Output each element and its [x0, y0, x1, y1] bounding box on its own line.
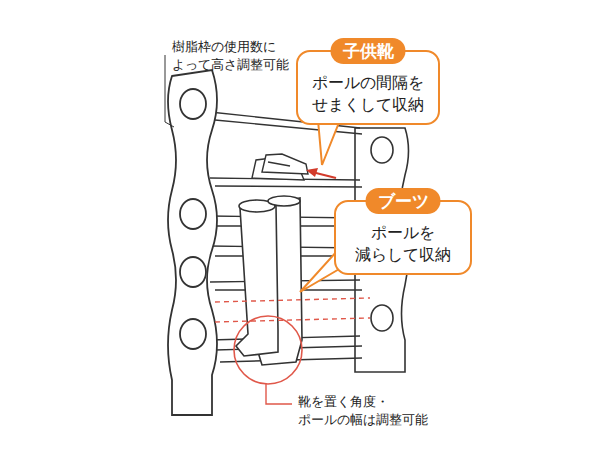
callout-box: ブーツポールを 減らして収納 — [334, 200, 472, 275]
note-label: 樹脂枠の使用数に よって高さ調整可能 — [172, 38, 300, 73]
callout-heading: ブーツ — [366, 188, 441, 214]
callout-box: 子供靴ポールの間隔を せまくして収納 — [296, 50, 440, 125]
callout-text: ポールを 減らして収納 — [344, 222, 462, 265]
callout-text: ポールの間隔を せまくして収納 — [306, 72, 430, 115]
note-label: 靴を置く角度・ ポールの幅は調整可能 — [298, 393, 430, 428]
callout-heading: 子供靴 — [331, 38, 406, 64]
